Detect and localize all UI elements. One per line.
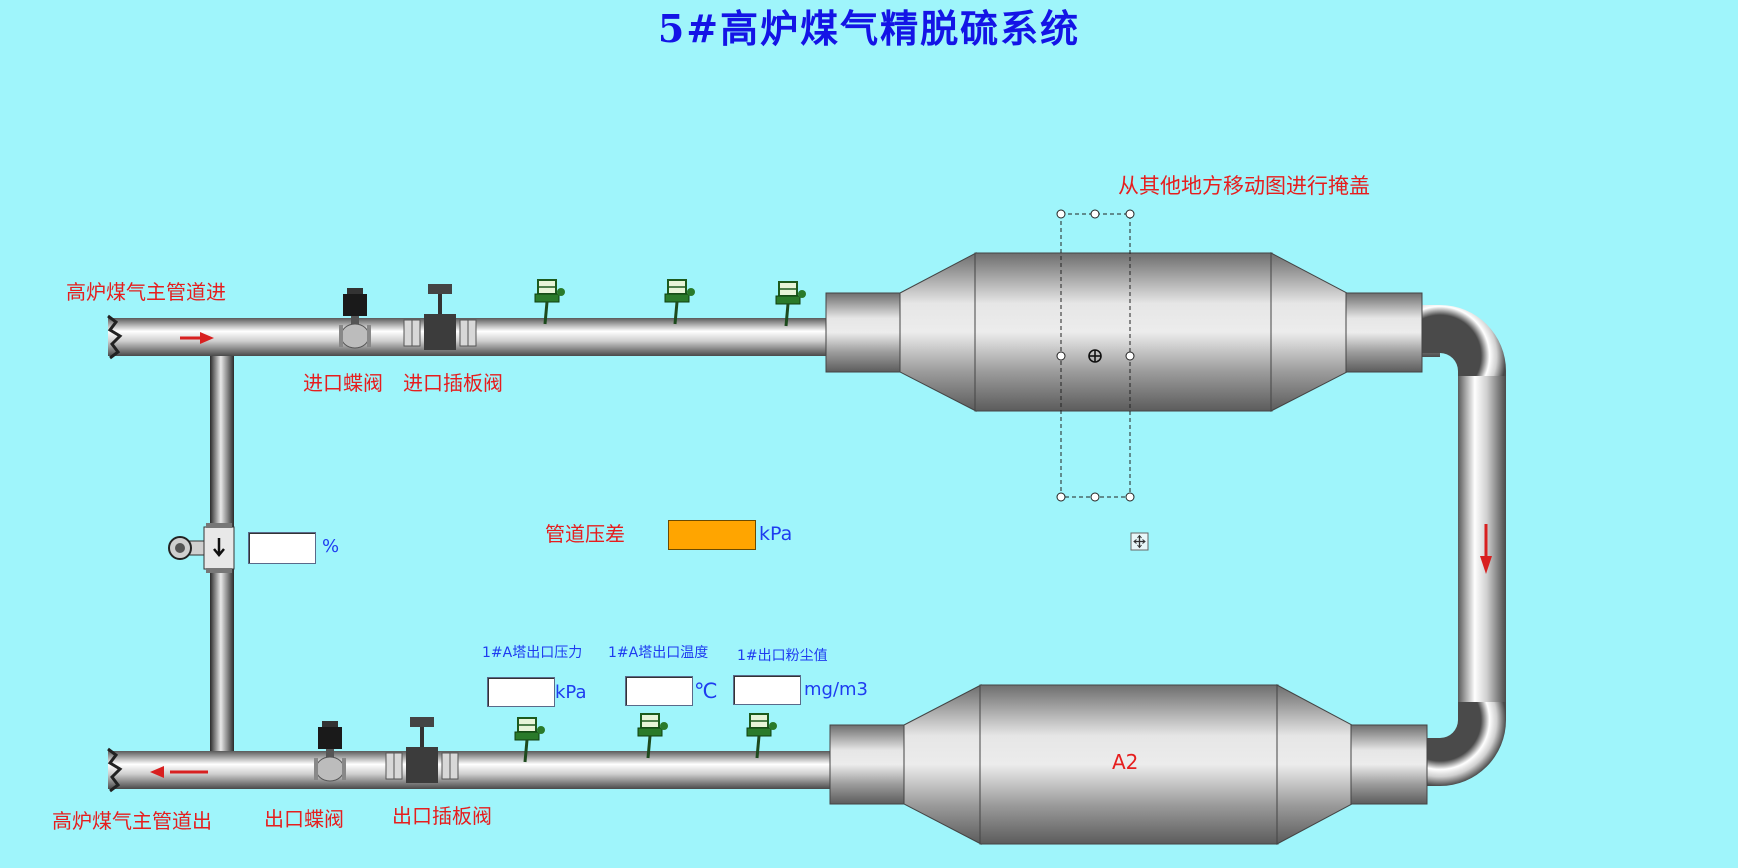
outlet-pressure-readout — [487, 677, 555, 707]
flow-arrow-icon — [150, 766, 208, 778]
gate-valve-icon[interactable] — [403, 283, 477, 351]
inlet-gate-label: 进口插板阀 — [403, 371, 503, 395]
gate-valve-icon[interactable] — [385, 716, 459, 784]
outlet-dust-readout — [733, 675, 801, 705]
inlet-main-label: 高炉煤气主管道进 — [66, 280, 226, 304]
pipe-dp-label: 管道压差 — [545, 522, 625, 546]
outlet-pressure-unit: kPa — [555, 682, 587, 703]
outlet-main-label: 高炉煤气主管道出 — [52, 809, 212, 833]
bypass-valve-unit: % — [322, 536, 340, 557]
outlet-temp-unit: ℃ — [694, 679, 718, 703]
inlet-butterfly-label: 进口蝶阀 — [303, 371, 383, 395]
outlet-butterfly-label: 出口蝶阀 — [264, 807, 344, 831]
pipe-dp-unit: kPa — [759, 523, 793, 545]
pipe-dp-readout — [668, 520, 756, 550]
selection-frame[interactable] — [1056, 209, 1135, 502]
elbow-lower — [1420, 702, 1506, 786]
bypass-valve-icon[interactable] — [168, 523, 235, 573]
outlet-temp-readout — [625, 676, 693, 706]
outlet-pipe — [108, 751, 836, 789]
flow-arrow-icon — [180, 332, 214, 344]
overlay-note: 从其他地方移动图进行掩盖 — [1118, 174, 1370, 198]
outlet-dust-label: 1#出口粉尘值 — [737, 648, 828, 664]
tower-upper — [825, 252, 1423, 412]
outlet-gate-label: 出口插板阀 — [392, 804, 492, 828]
outlet-dust-unit: mg/m3 — [804, 679, 869, 700]
move-handle-icon[interactable] — [1130, 532, 1149, 551]
outlet-pressure-label: 1#A塔出口压力 — [482, 645, 583, 661]
tower-lower — [829, 684, 1428, 845]
elbow-upper — [1420, 305, 1506, 380]
transmitter-icon[interactable] — [533, 278, 567, 326]
pipe-break-outlet — [107, 747, 123, 793]
crosshair-icon[interactable] — [1088, 349, 1102, 363]
transmitter-icon[interactable] — [663, 278, 697, 326]
page-title: 5#高炉煤气精脱硫系统 — [657, 6, 1081, 51]
pipe-break-inlet — [107, 314, 123, 360]
flow-arrow-icon — [1480, 524, 1492, 574]
bypass-valve-readout — [248, 532, 316, 564]
return-pipe — [1458, 376, 1506, 706]
outlet-temp-label: 1#A塔出口温度 — [608, 645, 709, 661]
tower-label: A2 — [1112, 750, 1139, 774]
